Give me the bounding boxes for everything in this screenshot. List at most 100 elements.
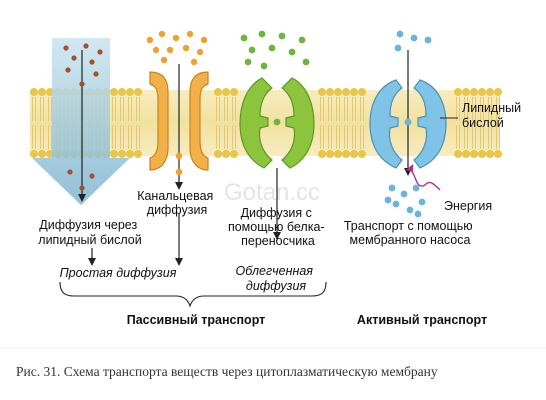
arrow-head-simple bbox=[88, 258, 96, 266]
molecule bbox=[396, 30, 404, 38]
molecule bbox=[418, 198, 426, 206]
carrier-protein bbox=[239, 77, 315, 240]
molecule bbox=[65, 67, 71, 73]
molecule bbox=[186, 30, 194, 38]
lipid-head bbox=[222, 150, 230, 158]
lipid-head bbox=[126, 88, 134, 96]
lipid-head bbox=[30, 88, 38, 96]
molecule bbox=[89, 173, 95, 179]
lipid-head bbox=[350, 88, 358, 96]
lipid-head bbox=[230, 150, 238, 158]
lipid-head bbox=[334, 88, 342, 96]
lipid-head bbox=[134, 88, 142, 96]
simple-diffusion-arrow bbox=[32, 38, 130, 205]
lipid-bilayer-label: Липидный бислой bbox=[462, 101, 525, 130]
molecule bbox=[412, 184, 420, 192]
lipid-head bbox=[326, 88, 334, 96]
molecule bbox=[392, 200, 400, 208]
molecule bbox=[400, 190, 408, 198]
lipid-head bbox=[318, 150, 326, 158]
molecule bbox=[166, 46, 174, 54]
lipid-head bbox=[494, 150, 502, 158]
lipid-head bbox=[494, 88, 502, 96]
molecule bbox=[89, 59, 95, 65]
molecule bbox=[196, 48, 204, 56]
lipid-head bbox=[30, 150, 38, 158]
molecule bbox=[146, 36, 154, 44]
arrow-head-channel bbox=[175, 258, 183, 266]
energy-arrow bbox=[406, 164, 441, 191]
lipid-head bbox=[222, 88, 230, 96]
lipid-head bbox=[358, 88, 366, 96]
molecule bbox=[410, 34, 418, 42]
molecule bbox=[302, 58, 310, 66]
molecule bbox=[424, 36, 432, 44]
molecule bbox=[240, 34, 248, 42]
figure-caption: Рис. 31. Схема транспорта веществ через … bbox=[16, 364, 438, 379]
molecule bbox=[273, 118, 281, 126]
molecule bbox=[260, 62, 268, 70]
lipid-head bbox=[342, 150, 350, 158]
lipid-head bbox=[118, 150, 126, 158]
facilitated-diffusion-label: Облегченная диффузия bbox=[236, 264, 317, 293]
lipid-head bbox=[318, 88, 326, 96]
molecule bbox=[83, 43, 89, 49]
lipid-head bbox=[342, 88, 350, 96]
molecule bbox=[158, 30, 166, 38]
molecule bbox=[190, 58, 198, 66]
molecule bbox=[248, 46, 256, 54]
molecule bbox=[388, 184, 396, 192]
lipid-head bbox=[214, 150, 222, 158]
molecule bbox=[175, 168, 183, 176]
channel-protein bbox=[149, 64, 209, 190]
molecule bbox=[79, 81, 85, 87]
pump-transport-label: Транспорт с помощью мембранного насоса bbox=[344, 219, 476, 247]
molecule bbox=[404, 118, 412, 126]
molecule bbox=[93, 71, 99, 77]
lipid-head bbox=[478, 88, 486, 96]
active-transport-label: Активный транспорт bbox=[357, 313, 487, 327]
molecule bbox=[298, 36, 306, 44]
lipid-head bbox=[110, 150, 118, 158]
lipid-head bbox=[454, 150, 462, 158]
carrier-molecules bbox=[240, 30, 310, 126]
molecule bbox=[244, 58, 252, 66]
lipid-head bbox=[134, 150, 142, 158]
channel-diffusion-label: Канальцевая диффузия bbox=[137, 189, 217, 217]
pump-molecules bbox=[384, 30, 432, 218]
molecule bbox=[258, 30, 266, 38]
lipid-head bbox=[462, 150, 470, 158]
lipid-head bbox=[486, 88, 494, 96]
diffusion-bilayer-label: Диффузия через липидный бислой bbox=[38, 218, 141, 247]
molecule bbox=[394, 44, 402, 52]
molecule bbox=[71, 55, 77, 61]
lipid-head bbox=[454, 88, 462, 96]
lipid-head bbox=[230, 88, 238, 96]
lipid-head bbox=[38, 150, 46, 158]
lipid-head bbox=[486, 150, 494, 158]
watermark: Gotan.cc bbox=[224, 179, 320, 206]
molecule bbox=[79, 185, 85, 191]
diffusing-molecules bbox=[63, 43, 103, 191]
lipid-head bbox=[470, 150, 478, 158]
lipid-head bbox=[326, 150, 334, 158]
passive-transport-label: Пассивный транспорт bbox=[127, 313, 266, 327]
lipid-head bbox=[118, 88, 126, 96]
energy-label: Энергия bbox=[444, 199, 492, 213]
molecule bbox=[414, 210, 422, 218]
molecule bbox=[200, 36, 208, 44]
molecule bbox=[182, 44, 190, 52]
molecule bbox=[288, 48, 296, 56]
lipid-head bbox=[214, 88, 222, 96]
molecule bbox=[278, 32, 286, 40]
lipid-head bbox=[110, 88, 118, 96]
carrier-diffusion-label: Диффузия с помощью белка- переносчика bbox=[228, 206, 328, 248]
simple-diffusion-label: Простая диффузия bbox=[60, 266, 177, 280]
lipid-head bbox=[334, 150, 342, 158]
lipid-head bbox=[462, 88, 470, 96]
lipid-head bbox=[470, 88, 478, 96]
molecule bbox=[67, 169, 73, 175]
molecule bbox=[406, 206, 414, 214]
molecule bbox=[175, 152, 183, 160]
